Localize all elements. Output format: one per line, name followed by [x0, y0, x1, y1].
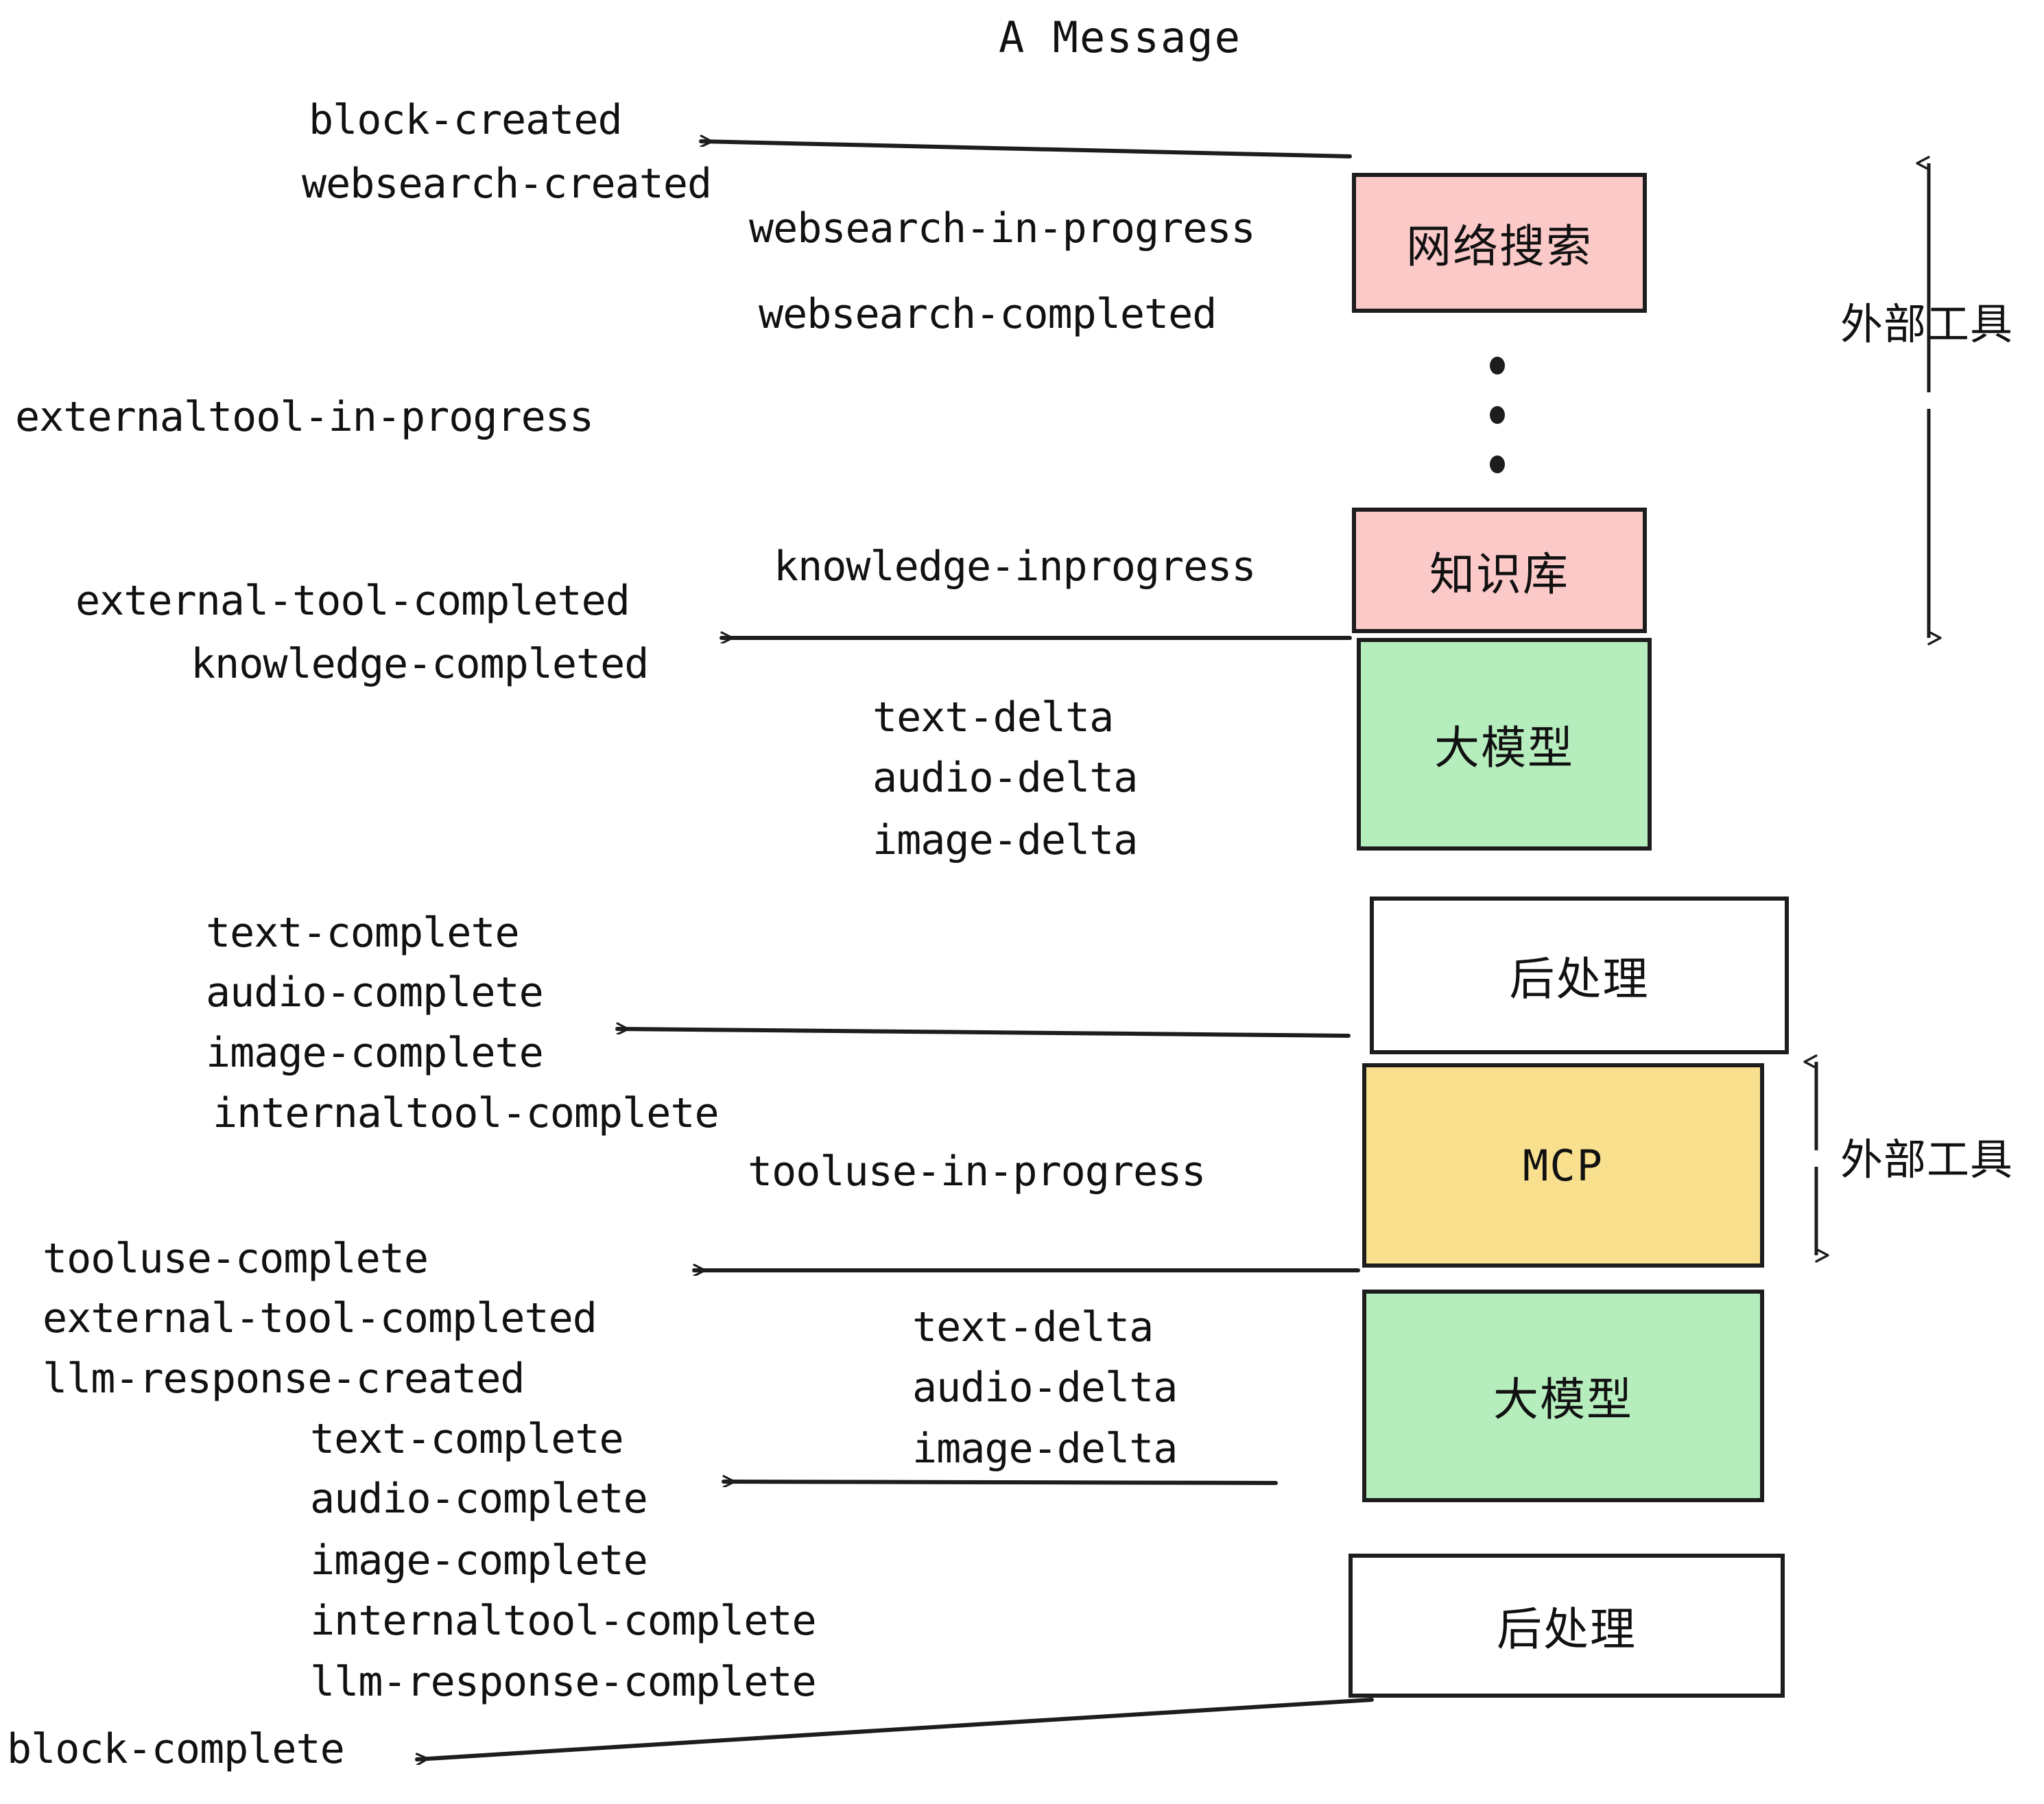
event-label-audio-complete-2: audio-complete [310, 1475, 648, 1523]
event-label-audio-delta-1: audio-delta [872, 754, 1138, 802]
node-label: MCP [1523, 1140, 1604, 1191]
vertical-ellipsis-icon [1490, 357, 1505, 505]
ellipsis-dot [1490, 357, 1505, 375]
page-title: A Message [999, 12, 1241, 62]
event-label-websearch-in-progress: websearch-in-progress [749, 204, 1256, 252]
event-label-llm-response-created: llm-response-created [43, 1355, 525, 1403]
event-label-websearch-completed: websearch-completed [759, 290, 1217, 338]
event-label-external-tool-completed-2: external-tool-completed [43, 1294, 597, 1342]
event-label-audio-complete-1: audio-complete [206, 969, 544, 1017]
event-label-tooluse-complete: tooluse-complete [43, 1235, 429, 1283]
node-label: 后处理 [1497, 1603, 1637, 1656]
node-label: 知识库 [1429, 547, 1569, 601]
event-label-image-complete-2: image-complete [310, 1536, 648, 1585]
node-postprocess-top[interactable]: 后处理 [1370, 897, 1789, 1054]
node-knowledge[interactable]: 知识库 [1352, 508, 1647, 633]
event-label-text-complete-1: text-complete [206, 909, 520, 957]
event-label-externaltool-in-progress: externaltool-in-progress [15, 393, 594, 441]
arrow-post-to-blockcomplete [415, 1698, 1374, 1759]
node-llm-top[interactable]: 大模型 [1357, 638, 1652, 851]
side-label-external-tools-lower: 外部工具 [1840, 1135, 2014, 1185]
arrow-websearch-to-block [699, 141, 1352, 158]
event-label-text-complete-2: text-complete [310, 1415, 624, 1463]
event-label-knowledge-completed: knowledge-completed [191, 640, 649, 688]
arrow-llm2-to-audio [722, 1482, 1278, 1483]
ellipsis-dot [1490, 455, 1505, 473]
event-label-text-delta-2: text-delta [912, 1303, 1154, 1351]
event-label-websearch-created: websearch-created [302, 160, 712, 208]
event-label-internaltool-complete-2: internaltool-complete [310, 1597, 817, 1645]
event-label-image-complete-1: image-complete [206, 1029, 544, 1077]
event-label-audio-delta-2: audio-delta [912, 1364, 1178, 1412]
node-label: 网络搜索 [1406, 220, 1593, 273]
node-label: 大模型 [1434, 722, 1574, 774]
event-label-image-delta-1: image-delta [872, 816, 1138, 864]
event-label-block-complete: block-complete [7, 1725, 345, 1773]
event-label-image-delta-2: image-delta [912, 1425, 1178, 1473]
event-label-text-delta-1: text-delta [872, 693, 1114, 741]
event-label-block-created: block-created [309, 96, 623, 144]
event-label-llm-response-complete: llm-response-complete [310, 1658, 817, 1706]
node-mcp[interactable]: MCP [1362, 1063, 1764, 1268]
node-postprocess-bottom[interactable]: 后处理 [1348, 1554, 1785, 1698]
node-label: 后处理 [1509, 953, 1650, 1006]
node-websearch[interactable]: 网络搜索 [1352, 173, 1647, 313]
event-label-internaltool-complete-1: internaltool-complete [213, 1089, 720, 1137]
event-label-tooluse-in-progress: tooluse-in-progress [748, 1148, 1206, 1196]
node-llm-bottom[interactable]: 大模型 [1362, 1290, 1764, 1502]
ellipsis-dot [1490, 406, 1505, 424]
node-label: 大模型 [1493, 1373, 1633, 1426]
event-label-knowledge-inprogress: knowledge-inprogress [774, 543, 1256, 591]
event-label-external-tool-completed-1: external-tool-completed [75, 577, 630, 625]
arrow-llm-to-image [615, 1029, 1351, 1038]
side-label-external-tools-upper: 外部工具 [1840, 299, 2014, 349]
